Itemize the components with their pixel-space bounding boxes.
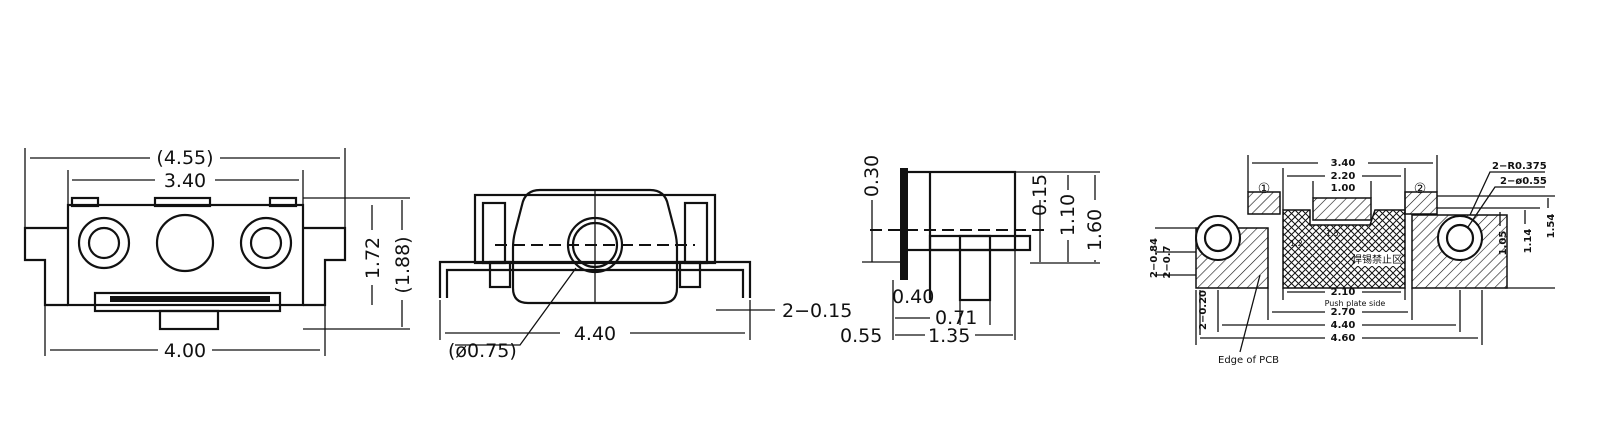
pcb-hole-right <box>1437 215 1483 261</box>
pcb-dim-2-70: 2.70 <box>1331 307 1356 318</box>
pcb-keepout <box>1282 209 1406 289</box>
pcb-hole-dim: 2−ø0.55 <box>1500 176 1547 187</box>
dim-1-72: 1.72 <box>362 237 384 279</box>
keepout-label: 焊锡禁止区 <box>1352 253 1402 266</box>
dim-hole-0-75: (ø0.75) <box>448 340 517 362</box>
dim-0-40: 0.40 <box>892 286 934 308</box>
pcb-dim-2-10: 2.10 <box>1331 287 1356 298</box>
dim-4-55: (4.55) <box>156 147 213 169</box>
pcb-dim-2-20: 2.20 <box>1331 171 1356 182</box>
pcb-dim-4-60: 4.60 <box>1331 333 1356 344</box>
pcb-dim-1-14: 1.14 <box>1523 229 1534 254</box>
dim-1-88: (1.88) <box>392 236 414 293</box>
top-view-body <box>66 203 305 307</box>
pcb-dim-1-54: 1.54 <box>1546 214 1557 239</box>
front-view-hole <box>566 216 624 274</box>
dim-0-15: 0.15 <box>1029 174 1051 216</box>
pcb-layout: 焊锡禁止区 ① ② 1.5 1.2 3.40 2.20 1.00 2−R0.37… <box>1149 155 1557 366</box>
dim-1-60: 1.60 <box>1084 209 1106 251</box>
top-view: (4.55) 3.40 4.00 1.72 (1.88) <box>23 147 414 362</box>
pcb-radius: 2−R0.375 <box>1492 161 1547 172</box>
pcb-hole-left <box>1195 215 1241 261</box>
top-view-hole-right <box>239 216 293 270</box>
dim-0-30: 0.30 <box>861 155 883 197</box>
dim-2-0-15: 2−0.15 <box>782 300 852 322</box>
dim-4-00: 4.00 <box>164 340 206 362</box>
pcb-dim-0-7: 2−0.7 <box>1162 245 1173 278</box>
pcb-dim-4-40: 4.40 <box>1331 320 1356 331</box>
pcb-dim-3-40: 3.40 <box>1331 158 1356 169</box>
push-plate-label: Push plate side <box>1325 299 1386 308</box>
dim-0-71: 0.71 <box>935 307 977 329</box>
top-view-hole-center <box>155 213 215 273</box>
dim-1-35: 1.35 <box>928 325 970 347</box>
dim-4-40: 4.40 <box>574 323 616 345</box>
small-dim-1-2: 1.2 <box>1290 239 1303 248</box>
top-view-hole-left <box>77 216 131 270</box>
pcb-dim-1-05: 1.05 <box>1498 231 1509 256</box>
edge-of-pcb-label: Edge of PCB <box>1218 355 1279 366</box>
pin-2-marker: ② <box>1414 181 1427 197</box>
pcb-dim-1-00: 1.00 <box>1331 183 1356 194</box>
pcb-dim-0-84: 2−0.84 <box>1149 238 1160 278</box>
pcb-dim-0-20: 2−0.20 <box>1198 290 1209 330</box>
dim-1-10: 1.10 <box>1057 194 1079 236</box>
front-view: 4.40 (ø0.75) 2−0.15 <box>438 188 852 362</box>
front-view-plunger <box>511 188 679 305</box>
pin-1-marker: ① <box>1258 181 1271 197</box>
small-dim-1-5: 1.5 <box>1326 229 1339 238</box>
dim-0-55: 0.55 <box>840 325 882 347</box>
side-view: 0.30 0.15 1.10 1.60 0.40 0.71 0.55 1.35 <box>840 155 1106 347</box>
dim-3-40: 3.40 <box>164 170 206 192</box>
